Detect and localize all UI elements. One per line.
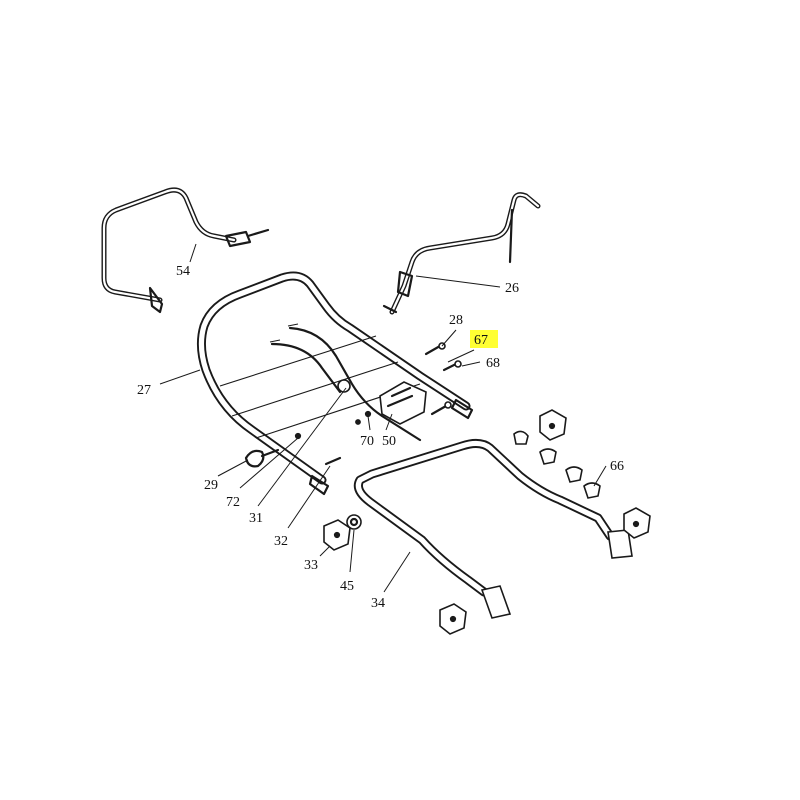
callout-45: 45 (340, 579, 354, 594)
part-54-bail-lever (101, 187, 270, 314)
callout-66: 66 (610, 459, 624, 474)
callout-54: 54 (176, 264, 190, 279)
callout-72: 72 (226, 495, 240, 510)
callout-27: 27 (137, 383, 151, 398)
part-66-cable-clips (513, 430, 601, 499)
leader-lines (159, 243, 607, 593)
part-45-nut (346, 514, 362, 530)
part-34-lower-handle (353, 438, 633, 619)
callout-68: 68 (486, 356, 500, 371)
part-26-bail-lever (382, 192, 541, 315)
callout-50: 50 (382, 434, 396, 449)
callout-32: 32 (274, 534, 288, 549)
bolts (424, 342, 462, 416)
callout-31: 31 (249, 511, 263, 526)
callout-67-highlight (470, 330, 498, 348)
part-27-upper-handle (196, 271, 474, 496)
callout-labels: 54 26 28 67 68 27 70 50 66 29 72 31 32 3… (137, 264, 624, 611)
callout-33: 33 (304, 558, 318, 573)
callout-26: 26 (505, 281, 519, 296)
callout-67: 67 (474, 333, 488, 348)
handle-knobs (323, 409, 651, 635)
callout-28: 28 (449, 313, 463, 328)
pivot-hardware (244, 379, 372, 468)
control-cables (269, 323, 422, 442)
callout-70: 70 (360, 434, 374, 449)
part-50-control-block (379, 381, 427, 425)
callout-34: 34 (371, 596, 385, 611)
callout-29: 29 (204, 478, 218, 493)
